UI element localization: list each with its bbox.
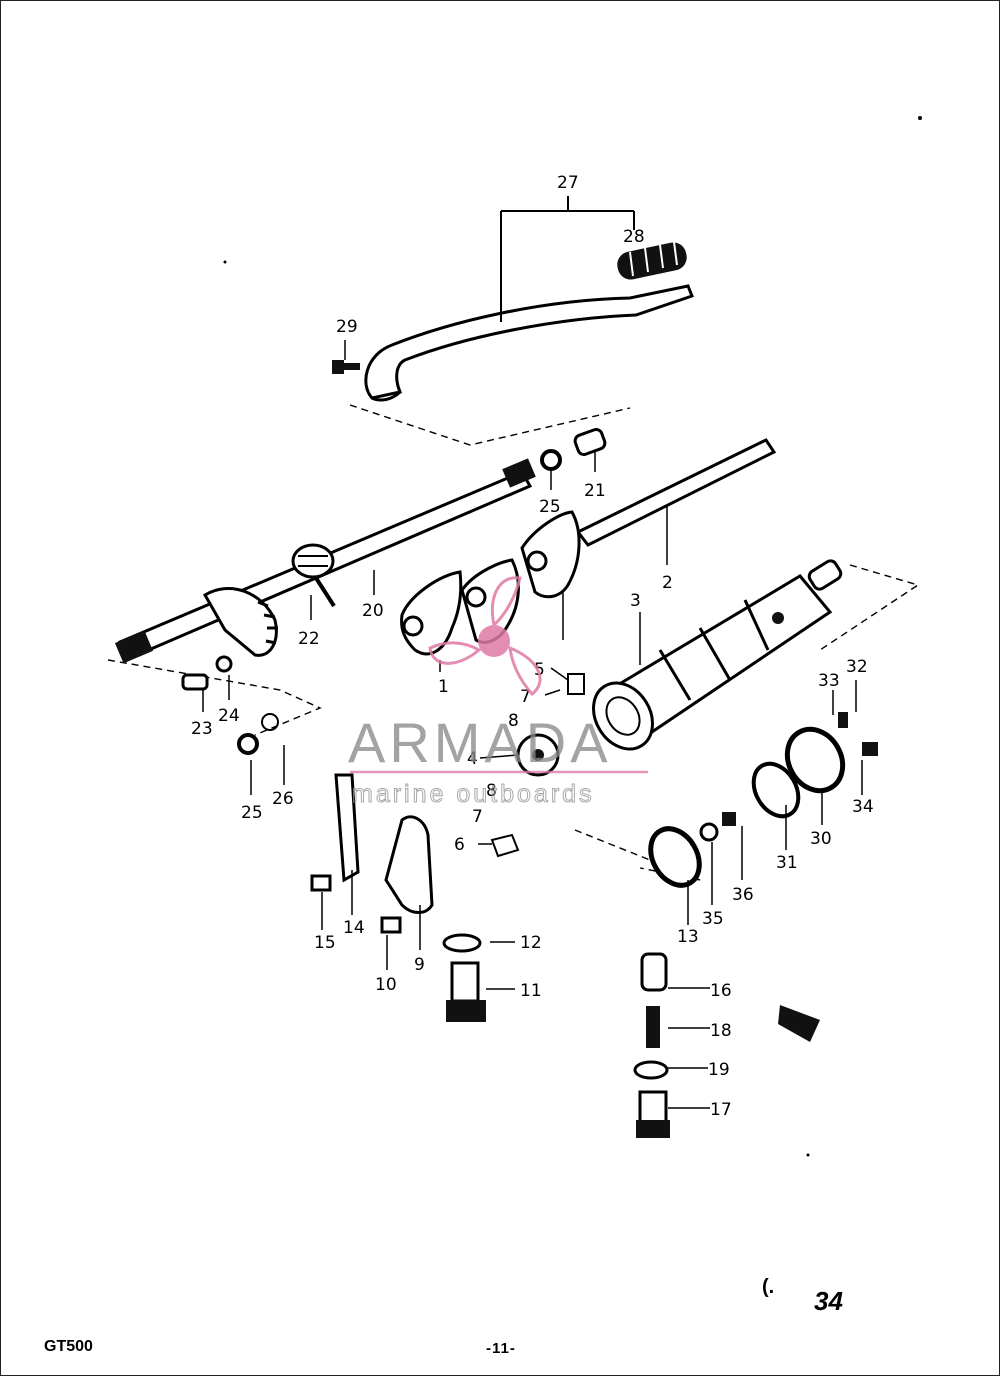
part-label-27: 27 — [557, 173, 579, 193]
part-label-10: 10 — [375, 975, 397, 995]
o-ring — [751, 761, 801, 819]
cam-guide — [384, 815, 434, 914]
neutral-switch — [636, 1090, 670, 1138]
cam-driven-gear — [516, 733, 560, 777]
neutral-pin — [640, 952, 668, 992]
part-label-17: 17 — [710, 1100, 732, 1120]
part-label-8a: 8 — [508, 711, 519, 731]
stopper-lever — [334, 773, 360, 883]
part-label-28: 28 — [623, 227, 645, 247]
part-label-14: 14 — [343, 918, 365, 938]
part-label-19: 19 — [708, 1060, 730, 1080]
neutral-spring — [646, 1006, 660, 1048]
part-label-33: 33 — [818, 671, 840, 691]
part-label-23: 23 — [191, 719, 213, 739]
shift-forks — [400, 510, 581, 656]
housing-bolt — [862, 742, 878, 756]
lower-washer — [261, 713, 279, 731]
part-label-7a: 7 — [520, 687, 531, 707]
lever-bolt — [332, 360, 360, 374]
plug-gasket — [442, 933, 482, 953]
armada-watermark: ARMADA marine outboards — [348, 576, 648, 809]
stopper-washer — [215, 655, 233, 673]
direction-arrow-icon — [778, 1005, 820, 1042]
part-label-35: 35 — [702, 909, 724, 929]
part-label-6: 6 — [454, 835, 465, 855]
part-label-7b: 7 — [472, 807, 483, 827]
fork-shaft — [575, 438, 777, 547]
part-labels: 1 2 3 4 5 6 7 7 8 8 9 10 11 12 13 14 15 … — [191, 173, 874, 1120]
oil-seal — [648, 826, 702, 888]
fork-pin — [573, 428, 607, 456]
seal-screw — [722, 812, 736, 826]
cam-stopper-plate — [490, 833, 520, 858]
part-label-4: 4 — [467, 749, 478, 769]
figure-code-prefix: (. — [762, 1276, 775, 1298]
part-label-13: 13 — [677, 927, 699, 947]
watermark-subtitle: marine outboards — [352, 780, 595, 808]
cam-pin — [567, 673, 585, 695]
part-label-31: 31 — [776, 853, 798, 873]
housing-screw — [838, 712, 848, 728]
part-label-16: 16 — [710, 981, 732, 1001]
circlip — [540, 449, 562, 471]
leader-lines — [202, 452, 863, 1109]
seal-washer — [699, 822, 719, 842]
part-label-11: 11 — [520, 981, 542, 1001]
model-code: GT500 — [44, 1338, 93, 1355]
part-label-25a: 25 — [539, 497, 561, 517]
lever-screw — [310, 874, 332, 892]
part-label-1: 1 — [438, 677, 449, 697]
gear-shift-cam — [592, 559, 843, 751]
part-label-9: 9 — [414, 955, 425, 975]
part-label-12: 12 — [520, 933, 542, 953]
figure-number: 34 — [814, 1286, 843, 1316]
page-number: -11- — [486, 1340, 516, 1357]
propeller-logo-icon — [428, 576, 542, 697]
part-label-36: 36 — [732, 885, 754, 905]
stopper-bolt — [181, 673, 209, 691]
part-label-22: 22 — [298, 629, 320, 649]
return-spring — [291, 543, 336, 608]
cam-stopper-housing — [784, 726, 846, 794]
neutral-plug — [446, 961, 486, 1022]
part-label-15: 15 — [314, 933, 336, 953]
gear-change-lever — [364, 284, 694, 402]
part-label-8b: 8 — [486, 781, 497, 801]
part-label-2: 2 — [662, 573, 673, 593]
part-label-26: 26 — [272, 789, 294, 809]
part-label-21: 21 — [584, 481, 606, 501]
part-label-18: 18 — [710, 1021, 732, 1041]
lower-circlip — [237, 733, 259, 755]
guide-screw — [380, 916, 402, 934]
part-label-20: 20 — [362, 601, 384, 621]
part-label-32: 32 — [846, 657, 868, 677]
gear-shift-arm — [202, 586, 278, 657]
part-label-25b: 25 — [241, 803, 263, 823]
part-label-24: 24 — [218, 706, 240, 726]
watermark-title: ARMADA — [348, 711, 612, 774]
part-label-3: 3 — [630, 591, 641, 611]
part-label-34: 34 — [852, 797, 874, 817]
part-label-30: 30 — [810, 829, 832, 849]
part-label-29: 29 — [336, 317, 358, 337]
switch-gasket — [633, 1060, 669, 1080]
lever-rubber — [617, 241, 687, 280]
